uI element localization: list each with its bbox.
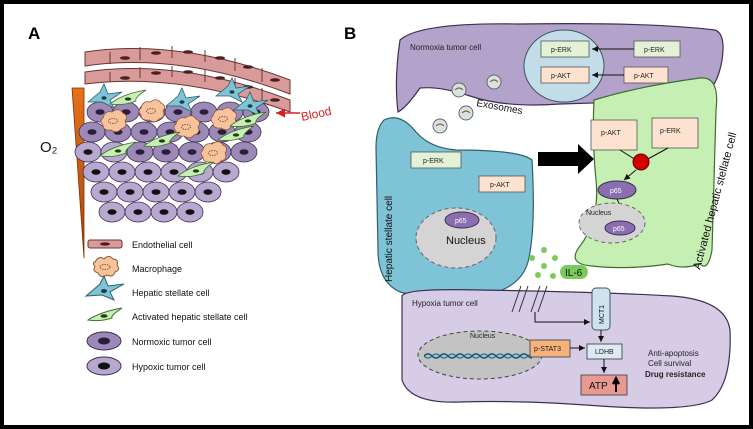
dna-icon — [424, 352, 532, 360]
hsc-p65-icon — [444, 211, 480, 229]
legend-label-hypoxic: Hypoxic tumor cell — [132, 362, 206, 372]
il6-cytokines: IL-6 — [529, 247, 588, 279]
hypoxia-title: Hypoxia tumor cell — [412, 299, 478, 308]
hepatic-stellate-cell — [86, 83, 123, 109]
activation-arrow-icon — [538, 144, 594, 174]
legend-macrophage-icon — [93, 256, 120, 278]
outcome-anti-apoptosis: Anti-apoptosis — [648, 349, 699, 358]
ahsc-pakt: p-AKT — [601, 130, 622, 137]
normoxia-inner-pakt: p-AKT — [551, 73, 572, 80]
legend-hepatic-stellate-cell-icon — [84, 274, 125, 301]
legend-label-normoxic: Normoxic tumor cell — [132, 337, 212, 347]
hsc-pakt: p-AKT — [490, 182, 511, 189]
hsc-label: Hepatic stellate cell — [384, 196, 395, 282]
activated-hepatic-stellate-cell — [143, 131, 181, 147]
ahsc-pakt-box — [590, 119, 638, 151]
activated-hepatic-stellate-cell — [109, 89, 147, 105]
normoxia-title: Normoxia tumor cell — [410, 43, 481, 52]
ahsc-perk: p-ERK — [660, 128, 681, 135]
hsc-perk: p-ERK — [423, 158, 444, 165]
ldhb: LDHB — [595, 349, 614, 356]
legend: Endothelial cell Macrophage Hepatic stel… — [84, 239, 248, 376]
activated-hepatic-stellate-cell: Activated hepatic stellate cell p-AKT p-… — [574, 77, 739, 271]
legend-label-stellate: Hepatic stellate cell — [132, 288, 210, 298]
il6-label: IL-6 — [565, 268, 583, 279]
legend-endothelial-cell-icon — [87, 239, 123, 249]
normoxia-inner-perk-box — [540, 40, 590, 58]
hsc-p65: p65 — [455, 218, 467, 225]
legend-label-endothelial: Endothelial cell — [132, 240, 193, 250]
legend-label-activated-stellate: Activated hepatic stellate cell — [132, 312, 248, 322]
activated-hepatic-stellate-cell — [99, 141, 137, 157]
hsc-nucleus-label: Nucleus — [446, 235, 486, 247]
hypoxia-tumor-cell: Hypoxia tumor cell Nucleus p-STAT3 MCT1 … — [401, 285, 731, 409]
hepatic-stellate-cell — [164, 87, 201, 113]
activated-hepatic-stellate-cell — [229, 111, 267, 127]
o2-label: O₂ — [40, 139, 58, 156]
legend-normoxic-tumor-cell-icon — [86, 331, 122, 351]
ahsc-p65: p65 — [610, 188, 622, 195]
hepatic-stellate-cell — [232, 91, 269, 117]
mct1: MCT1 — [599, 305, 606, 324]
panel-a-label: A — [28, 24, 40, 43]
normoxia-inner-perk: p-ERK — [551, 47, 572, 54]
hypoxia-nucleus-label: Nucleus — [470, 333, 496, 340]
hepatic-stellate-cell: Hepatic stellate cell p-ERK p-AKT p65 Nu… — [375, 117, 534, 298]
panel-b-label: B — [344, 24, 356, 43]
blood-label: Blood — [300, 104, 333, 124]
normoxia-inner-pakt-box — [540, 66, 590, 84]
hsc-perk-box — [410, 151, 462, 169]
legend-label-macrophage: Macrophage — [132, 264, 182, 274]
ahsc-convergence-node — [632, 153, 650, 171]
normoxia-outer-perk: p-ERK — [644, 47, 665, 54]
tumor-tissue — [74, 77, 270, 223]
il6-badge — [560, 265, 588, 279]
ahsc-nuclear-p65-icon — [604, 220, 636, 236]
pstat3: p-STAT3 — [534, 346, 561, 353]
legend-hypoxic-tumor-cell-icon — [86, 356, 122, 376]
blood-vessel — [84, 46, 291, 113]
outcome-cell-survival: Cell survival — [648, 359, 691, 368]
hepatic-stellate-cell — [214, 77, 251, 103]
atp-increase-icon — [612, 375, 620, 392]
legend-activated-hepatic-stellate-cell-icon — [86, 307, 123, 322]
normoxia-outer-pakt: p-AKT — [634, 73, 655, 80]
hsc-pakt-box — [478, 175, 526, 193]
ahsc-nuclear-p65: p65 — [613, 226, 625, 233]
ahsc-perk-box — [651, 117, 699, 149]
activated-hepatic-stellate-cell — [177, 161, 215, 177]
activated-hepatic-stellate-cell — [217, 125, 255, 141]
outcome-drug-resistance: Drug resistance — [645, 370, 706, 379]
ahsc-nucleus-label: Nucleus — [586, 210, 612, 217]
atp: ATP — [589, 381, 608, 392]
